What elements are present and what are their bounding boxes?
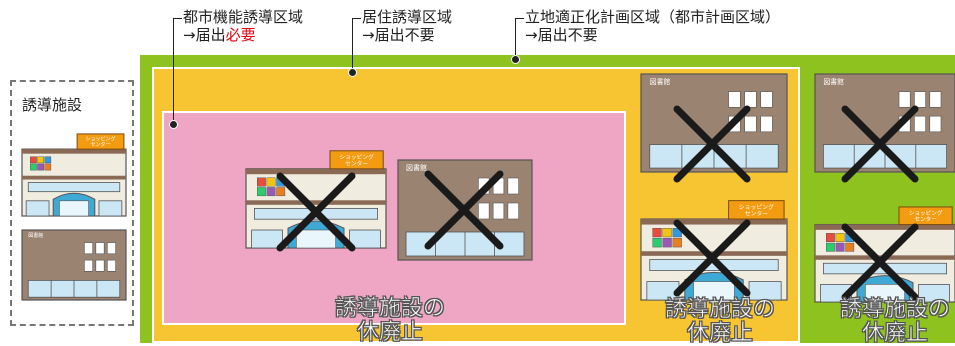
- shopping-building-right-sign: ショッピングセンター: [728, 200, 785, 220]
- svg-text:ショッピングセンター: ショッピングセンター: [739, 203, 774, 218]
- closure-cross-library-center: [424, 170, 504, 250]
- closure-cross-library-right: [673, 105, 751, 183]
- library-building-center: 図書館: [397, 159, 533, 261]
- svg-text:ショッピングセンター: ショッピングセンター: [909, 209, 943, 223]
- urban-function-marker: [169, 120, 178, 129]
- closure-label-right: 誘導施設の休廃止: [664, 297, 776, 346]
- library-building-right: 図書館: [640, 73, 788, 173]
- shopping-building-right: ショッピングセンター: [640, 200, 788, 301]
- urban-function-zone: [162, 111, 626, 325]
- closure-cross-shop-far-right: [841, 223, 919, 301]
- library-building-far-right-sign: 図書館: [823, 77, 844, 86]
- shopping-building-center: ショッピングセンター: [245, 150, 387, 249]
- urban-function-notify: →届出必要: [183, 26, 256, 44]
- urban-function-connector: [173, 18, 182, 126]
- closure-cross-shop-center: [276, 172, 356, 252]
- location-plan-zone-label: 立地適正化計画区域（都市計画区域）: [525, 8, 781, 26]
- residential-connector: [352, 18, 361, 74]
- closure-cross-shop-right: [673, 219, 751, 297]
- legend-library-building: 図書館: [21, 229, 127, 301]
- residential-notify: →届出不要: [362, 26, 435, 44]
- residential-marker: [348, 68, 357, 77]
- shopping-building-far-right-sign: ショッピングセンター: [898, 206, 953, 226]
- legend-library-building-sign: 図書館: [28, 232, 43, 239]
- closure-label-far-right: 誘導施設の休廃止: [839, 297, 951, 346]
- location-plan-marker: [511, 55, 520, 64]
- closure-label-center: 誘導施設の休廃止: [334, 296, 446, 345]
- svg-text:ショッピングセンター: ショッピングセンター: [86, 136, 116, 148]
- legend-shopping-building-sign: ショッピングセンター: [76, 133, 125, 150]
- legend-title: 誘導施設: [22, 96, 83, 114]
- svg-text:ショッピングセンター: ショッピングセンター: [339, 153, 374, 167]
- residential-zone-label: 居住誘導区域: [362, 8, 453, 26]
- notify-required: 必要: [225, 26, 256, 44]
- library-building-center-sign: 図書館: [406, 163, 427, 172]
- library-building-far-right: 図書館: [814, 73, 955, 173]
- shopping-building-center-sign: ショッピングセンター: [329, 150, 384, 170]
- location-plan-connector: [515, 18, 524, 60]
- legend-shopping-building: ショッピングセンター: [21, 133, 127, 217]
- library-building-right-sign: 図書館: [650, 77, 671, 86]
- legend-box: [10, 80, 134, 326]
- location-plan-notify: →届出不要: [525, 26, 598, 44]
- urban-function-zone-label: 都市機能誘導区域: [183, 8, 304, 26]
- closure-cross-library-far-right: [841, 105, 919, 183]
